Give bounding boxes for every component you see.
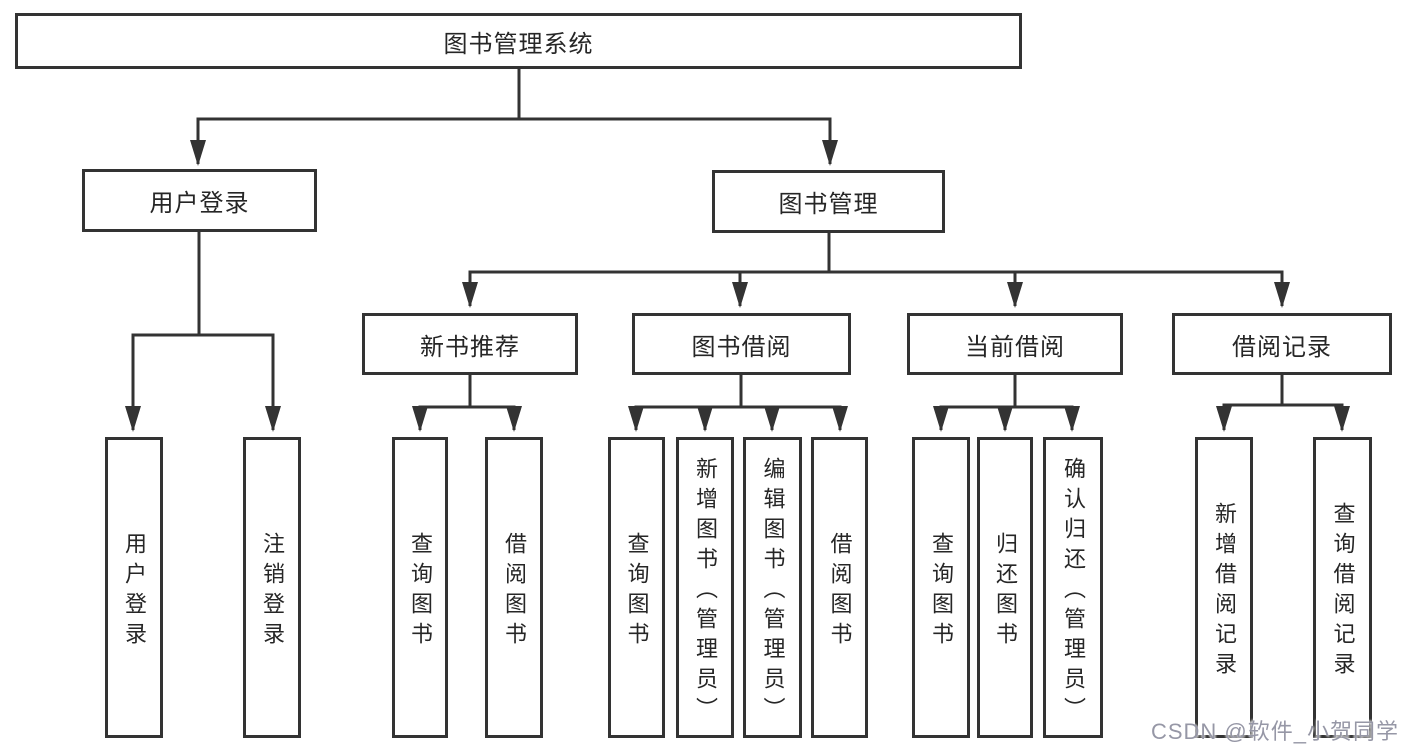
leaf-current-query-books-label: 查询图书 bbox=[929, 531, 954, 652]
node-borrow-record-label: 借阅记录 bbox=[1232, 333, 1332, 361]
leaf-current-confirm-return-admin: 确认归还（管理员） bbox=[1043, 437, 1103, 738]
leaf-borrow-edit-books-admin-label: 编辑图书（管理员） bbox=[760, 456, 786, 727]
leaf-borrow-query-books: 查询图书 bbox=[608, 437, 665, 738]
node-borrow-record: 借阅记录 bbox=[1172, 313, 1392, 375]
leaf-current-return-books: 归还图书 bbox=[977, 437, 1033, 738]
node-book-borrow-label: 图书借阅 bbox=[691, 333, 792, 361]
node-new-book-recommend: 新书推荐 bbox=[362, 313, 578, 375]
node-current-borrow: 当前借阅 bbox=[907, 313, 1123, 375]
leaf-user-login-label: 用户登录 bbox=[122, 531, 147, 652]
leaf-logout: 注销登录 bbox=[243, 437, 301, 738]
node-root-system: 图书管理系统 bbox=[15, 13, 1022, 69]
leaf-logout-label: 注销登录 bbox=[260, 531, 285, 652]
leaf-newbook-query-books-label: 查询图书 bbox=[408, 531, 433, 652]
node-user-login: 用户登录 bbox=[82, 169, 317, 232]
leaf-current-query-books: 查询图书 bbox=[912, 437, 970, 738]
node-book-borrow: 图书借阅 bbox=[632, 313, 851, 375]
leaf-borrow-add-books-admin: 新增图书（管理员） bbox=[676, 437, 734, 738]
connector-group bbox=[125, 69, 1350, 432]
node-book-management-label: 图书管理 bbox=[778, 191, 879, 218]
node-root-label: 图书管理系统 bbox=[443, 30, 594, 58]
node-user-login-label: 用户登录 bbox=[149, 190, 250, 217]
node-book-management: 图书管理 bbox=[712, 170, 945, 233]
leaf-borrow-borrow-books-label: 借阅图书 bbox=[827, 531, 853, 652]
node-new-book-recommend-label: 新书推荐 bbox=[420, 333, 520, 361]
leaf-record-query-borrow-record-label: 查询借阅记录 bbox=[1330, 501, 1356, 682]
leaf-record-query-borrow-record: 查询借阅记录 bbox=[1313, 437, 1372, 738]
leaf-borrow-query-books-label: 查询图书 bbox=[624, 531, 650, 652]
leaf-borrow-edit-books-admin: 编辑图书（管理员） bbox=[743, 437, 802, 738]
leaf-borrow-borrow-books: 借阅图书 bbox=[811, 437, 868, 738]
leaf-borrow-add-books-admin-label: 新增图书（管理员） bbox=[693, 456, 718, 727]
leaf-record-add-borrow-record: 新增借阅记录 bbox=[1195, 437, 1253, 738]
leaf-record-add-borrow-record-label: 新增借阅记录 bbox=[1212, 501, 1237, 682]
leaf-newbook-borrow-books: 借阅图书 bbox=[485, 437, 543, 738]
leaf-current-return-books-label: 归还图书 bbox=[993, 531, 1018, 652]
node-current-borrow-label: 当前借阅 bbox=[965, 333, 1065, 361]
leaf-user-login: 用户登录 bbox=[105, 437, 163, 738]
leaf-current-confirm-return-admin-label: 确认归还（管理员） bbox=[1061, 456, 1086, 727]
csdn-watermark: CSDN @软件_小贺同学 bbox=[1150, 719, 1399, 744]
leaf-newbook-borrow-books-label: 借阅图书 bbox=[502, 531, 527, 652]
leaf-newbook-query-books: 查询图书 bbox=[392, 437, 448, 738]
